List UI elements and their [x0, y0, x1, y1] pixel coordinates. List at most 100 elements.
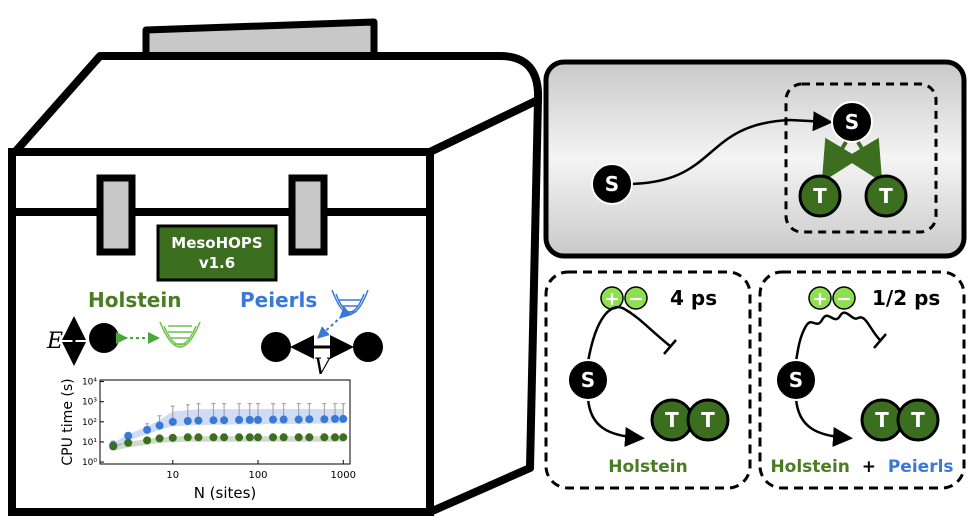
data-point — [124, 431, 133, 440]
data-point — [220, 433, 229, 442]
singlet — [567, 359, 609, 401]
y-tick-label: 10² — [82, 418, 97, 428]
data-point — [245, 433, 254, 442]
data-point — [143, 436, 152, 445]
latch-left — [96, 174, 136, 256]
fission-path — [586, 397, 645, 447]
singlet-label: S — [581, 368, 595, 392]
plus-icon — [808, 286, 832, 310]
fission-path — [794, 397, 853, 447]
wavy-path — [794, 311, 881, 363]
minus-symbol: − — [628, 288, 644, 310]
triplet — [896, 398, 940, 442]
data-point — [305, 415, 314, 424]
y-tick-label: 10¹ — [82, 438, 97, 448]
x-tick-label: 10 — [166, 470, 179, 481]
data-point — [155, 421, 164, 430]
badge-title: MesoHOPS — [171, 234, 262, 252]
fission-overview-panel: S S T T — [543, 59, 967, 259]
data-point — [235, 415, 244, 424]
data-point — [294, 415, 303, 424]
energy-symbol: E — [46, 329, 63, 354]
data-point — [168, 433, 177, 442]
vibrational-well-icon — [159, 321, 201, 348]
panel-border — [758, 270, 966, 490]
time-label: 4 ps — [670, 286, 717, 310]
triplet-left — [798, 174, 842, 218]
suppressed-path — [586, 305, 671, 363]
data-point — [279, 433, 288, 442]
data-point — [269, 415, 278, 424]
data-point — [279, 415, 288, 424]
singlet-source-label: S — [605, 172, 619, 196]
holstein-heading: Holstein — [88, 288, 181, 312]
triplet-right — [864, 174, 908, 218]
singlet-source — [591, 163, 633, 205]
data-point — [183, 416, 192, 425]
data-point — [339, 414, 348, 423]
singlet-target-label: S — [845, 110, 859, 134]
data-point — [194, 416, 203, 425]
triplet-left-label: T — [813, 184, 827, 208]
minus-icon — [624, 286, 648, 310]
coupling-symbol: V — [314, 355, 332, 380]
data-point — [183, 433, 192, 442]
panel-background — [543, 59, 967, 259]
triplet-label: T — [701, 408, 715, 432]
holstein-panel: + − 4 ps S T T Holstein — [544, 270, 752, 490]
y-tick-label: 10³ — [82, 398, 97, 408]
transfer-arrow — [625, 111, 833, 186]
data-point — [320, 415, 329, 424]
plus-symbol: + — [604, 288, 620, 310]
toolbox-lid-front — [8, 148, 434, 216]
caption-peierls: Peierls — [888, 457, 954, 477]
triplet-right-label: T — [879, 184, 893, 208]
data-point — [320, 433, 329, 442]
data-point — [254, 415, 263, 424]
x-tick-label: 1000 — [331, 470, 356, 481]
data-point — [254, 433, 263, 442]
singlet-label: S — [789, 368, 803, 392]
data-point — [143, 425, 152, 434]
minus-symbol: − — [836, 288, 852, 310]
chart-xlabel: N (sites) — [194, 484, 257, 502]
peierls-icon: V — [261, 289, 383, 380]
data-point — [109, 442, 118, 451]
panel-caption: Holstein + Peierls — [770, 457, 953, 477]
toolbox-side — [426, 96, 542, 516]
data-point — [294, 433, 303, 442]
data-point — [209, 416, 218, 425]
triplet-label: T — [665, 408, 679, 432]
triplet-label: T — [911, 408, 925, 432]
singlet — [775, 359, 817, 401]
triplet — [686, 398, 730, 442]
caption-holstein: Holstein — [770, 457, 849, 477]
data-point — [155, 434, 164, 443]
minus-icon — [832, 286, 856, 310]
data-point — [124, 438, 133, 447]
panel-caption: Holstein — [608, 457, 687, 477]
latch-right — [288, 174, 328, 256]
fission-box — [784, 82, 938, 234]
caption-plus: + — [856, 457, 882, 477]
data-point — [339, 433, 348, 442]
data-point — [245, 415, 254, 424]
time-label: 1/2 ps — [872, 286, 940, 310]
plus-symbol: + — [812, 288, 828, 310]
y-tick-label: 10⁴ — [82, 378, 97, 388]
data-point — [235, 433, 244, 442]
data-point — [168, 417, 177, 426]
y-tick-label: 10⁰ — [82, 458, 97, 468]
version-badge — [156, 224, 278, 282]
toolbox: MesoHOPS v1.6 Holstein Peierls E — [8, 18, 543, 516]
site-circle — [89, 323, 119, 353]
data-point — [330, 414, 339, 423]
data-point — [330, 433, 339, 442]
chart-ylabel: CPU time (s) — [60, 378, 76, 465]
site-circle — [261, 332, 291, 362]
data-point — [220, 416, 229, 425]
holstein-peierls-panel: + − 1/2 ps S T T Holstein + Peierls — [758, 270, 966, 490]
peierls-heading: Peierls — [240, 288, 317, 312]
holstein-icon: E — [46, 316, 201, 366]
